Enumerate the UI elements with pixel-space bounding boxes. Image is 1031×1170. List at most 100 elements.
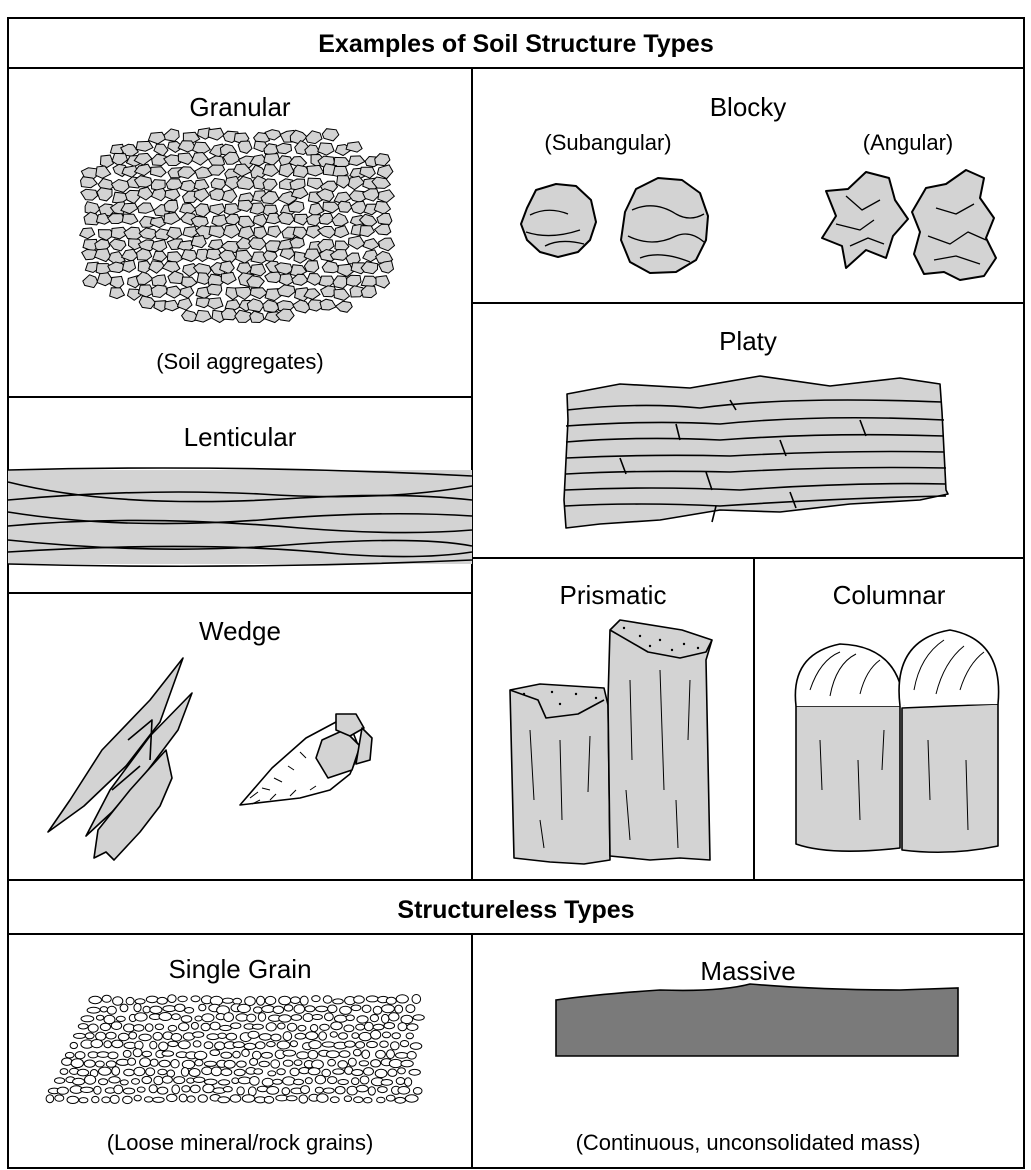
single-grain — [348, 1058, 356, 1066]
single-grain — [325, 1013, 334, 1021]
granular-aggregate — [110, 276, 124, 289]
single-grain — [345, 1041, 356, 1047]
granular-aggregate — [347, 275, 362, 287]
single-grain — [163, 1006, 176, 1012]
single-grain — [100, 1023, 110, 1030]
granular-aggregate — [360, 226, 375, 237]
single-grain — [174, 1077, 185, 1084]
single-grain — [389, 1013, 399, 1021]
single-grain — [352, 1033, 359, 1039]
single-grain — [297, 1052, 309, 1059]
granular-aggregate — [323, 202, 340, 213]
single-grain — [264, 1096, 273, 1103]
granular-aggregate — [290, 237, 304, 248]
single-grain — [107, 1006, 116, 1014]
single-grain — [62, 1058, 72, 1065]
granular-aggregate — [334, 289, 350, 300]
single-grain — [362, 1050, 370, 1059]
granular-aggregate — [191, 236, 206, 248]
single-grain — [312, 996, 320, 1002]
single-grain — [109, 1077, 120, 1083]
single-grain — [331, 1022, 343, 1030]
single-grain — [218, 1033, 226, 1038]
single-grain — [145, 1024, 153, 1032]
single-grain — [377, 1097, 385, 1103]
single-grain — [123, 1088, 134, 1094]
single-grain — [248, 1031, 259, 1038]
single-grain — [362, 1005, 371, 1012]
single-grain — [224, 1013, 234, 1022]
single-grain — [201, 1023, 210, 1031]
single-grain — [224, 1060, 235, 1068]
granular-aggregate — [148, 132, 166, 144]
granular-aggregate — [377, 165, 393, 179]
granular-aggregate — [164, 213, 180, 225]
single-grain — [287, 1096, 298, 1101]
granular-aggregate — [280, 249, 295, 260]
single-grain — [153, 1097, 164, 1102]
granular-aggregate — [152, 240, 167, 253]
single-grain — [359, 1061, 368, 1066]
granular-aggregate — [138, 187, 153, 200]
granular-aggregate — [361, 286, 376, 298]
single-grain — [67, 1096, 79, 1103]
single-grain — [413, 1015, 424, 1020]
single-grain — [373, 1006, 382, 1014]
wedge-label: Wedge — [8, 616, 472, 647]
single-grain — [368, 1087, 375, 1095]
single-grain — [190, 1085, 200, 1093]
granular-aggregate — [374, 201, 390, 214]
single-grain — [366, 996, 378, 1002]
single-grain — [398, 1068, 406, 1074]
single-grain — [391, 1042, 400, 1050]
single-grain — [181, 1068, 188, 1077]
granular-aggregate — [136, 272, 153, 285]
single-grain — [219, 1080, 230, 1085]
single-grain — [230, 1095, 241, 1102]
single-grain — [375, 1069, 387, 1077]
granular-aggregate — [349, 156, 365, 166]
single-grain — [328, 1059, 336, 1066]
granular-label: Granular — [8, 92, 472, 123]
single-grain — [87, 1007, 100, 1013]
single-grain — [162, 1076, 172, 1083]
single-grain — [144, 1097, 152, 1102]
single-grain — [185, 1008, 194, 1014]
single-grain — [135, 1013, 148, 1021]
granular-aggregate — [253, 214, 267, 226]
single-grain — [384, 1023, 395, 1029]
single-grain — [386, 997, 396, 1004]
single-grain — [155, 1024, 163, 1030]
single-grain — [319, 1032, 327, 1040]
single-grain — [110, 1095, 119, 1103]
granular-aggregate — [112, 180, 130, 193]
single-grain — [382, 1005, 395, 1013]
single-grain — [89, 996, 102, 1003]
granular-aggregate — [122, 214, 138, 224]
single-grain — [70, 1042, 77, 1048]
platy-label: Platy — [472, 326, 1024, 357]
single-grain — [71, 1059, 83, 1068]
single-grain — [327, 1051, 340, 1058]
single-grain — [210, 1022, 220, 1030]
single-grain — [77, 1069, 88, 1076]
granular-aggregate — [338, 201, 352, 212]
single-grain — [210, 1050, 220, 1056]
single-grain — [339, 1051, 350, 1058]
single-grain — [290, 1041, 297, 1047]
granular-aggregate — [379, 238, 395, 251]
single-grain — [290, 1068, 299, 1076]
granular-aggregate — [96, 166, 111, 178]
granular-aggregate — [123, 260, 136, 272]
single-grain — [120, 1004, 128, 1012]
single-grain — [171, 1060, 179, 1068]
single-grain — [353, 1049, 361, 1056]
single-grain — [220, 1025, 232, 1030]
granular-aggregate — [110, 288, 125, 299]
granular-aggregate — [164, 200, 178, 212]
single-grain — [202, 1014, 214, 1022]
blocky-angular-label: (Angular) — [808, 130, 1008, 156]
granular-aggregate — [322, 129, 339, 141]
single-grain — [334, 1015, 347, 1022]
single-grain — [179, 1094, 187, 1102]
